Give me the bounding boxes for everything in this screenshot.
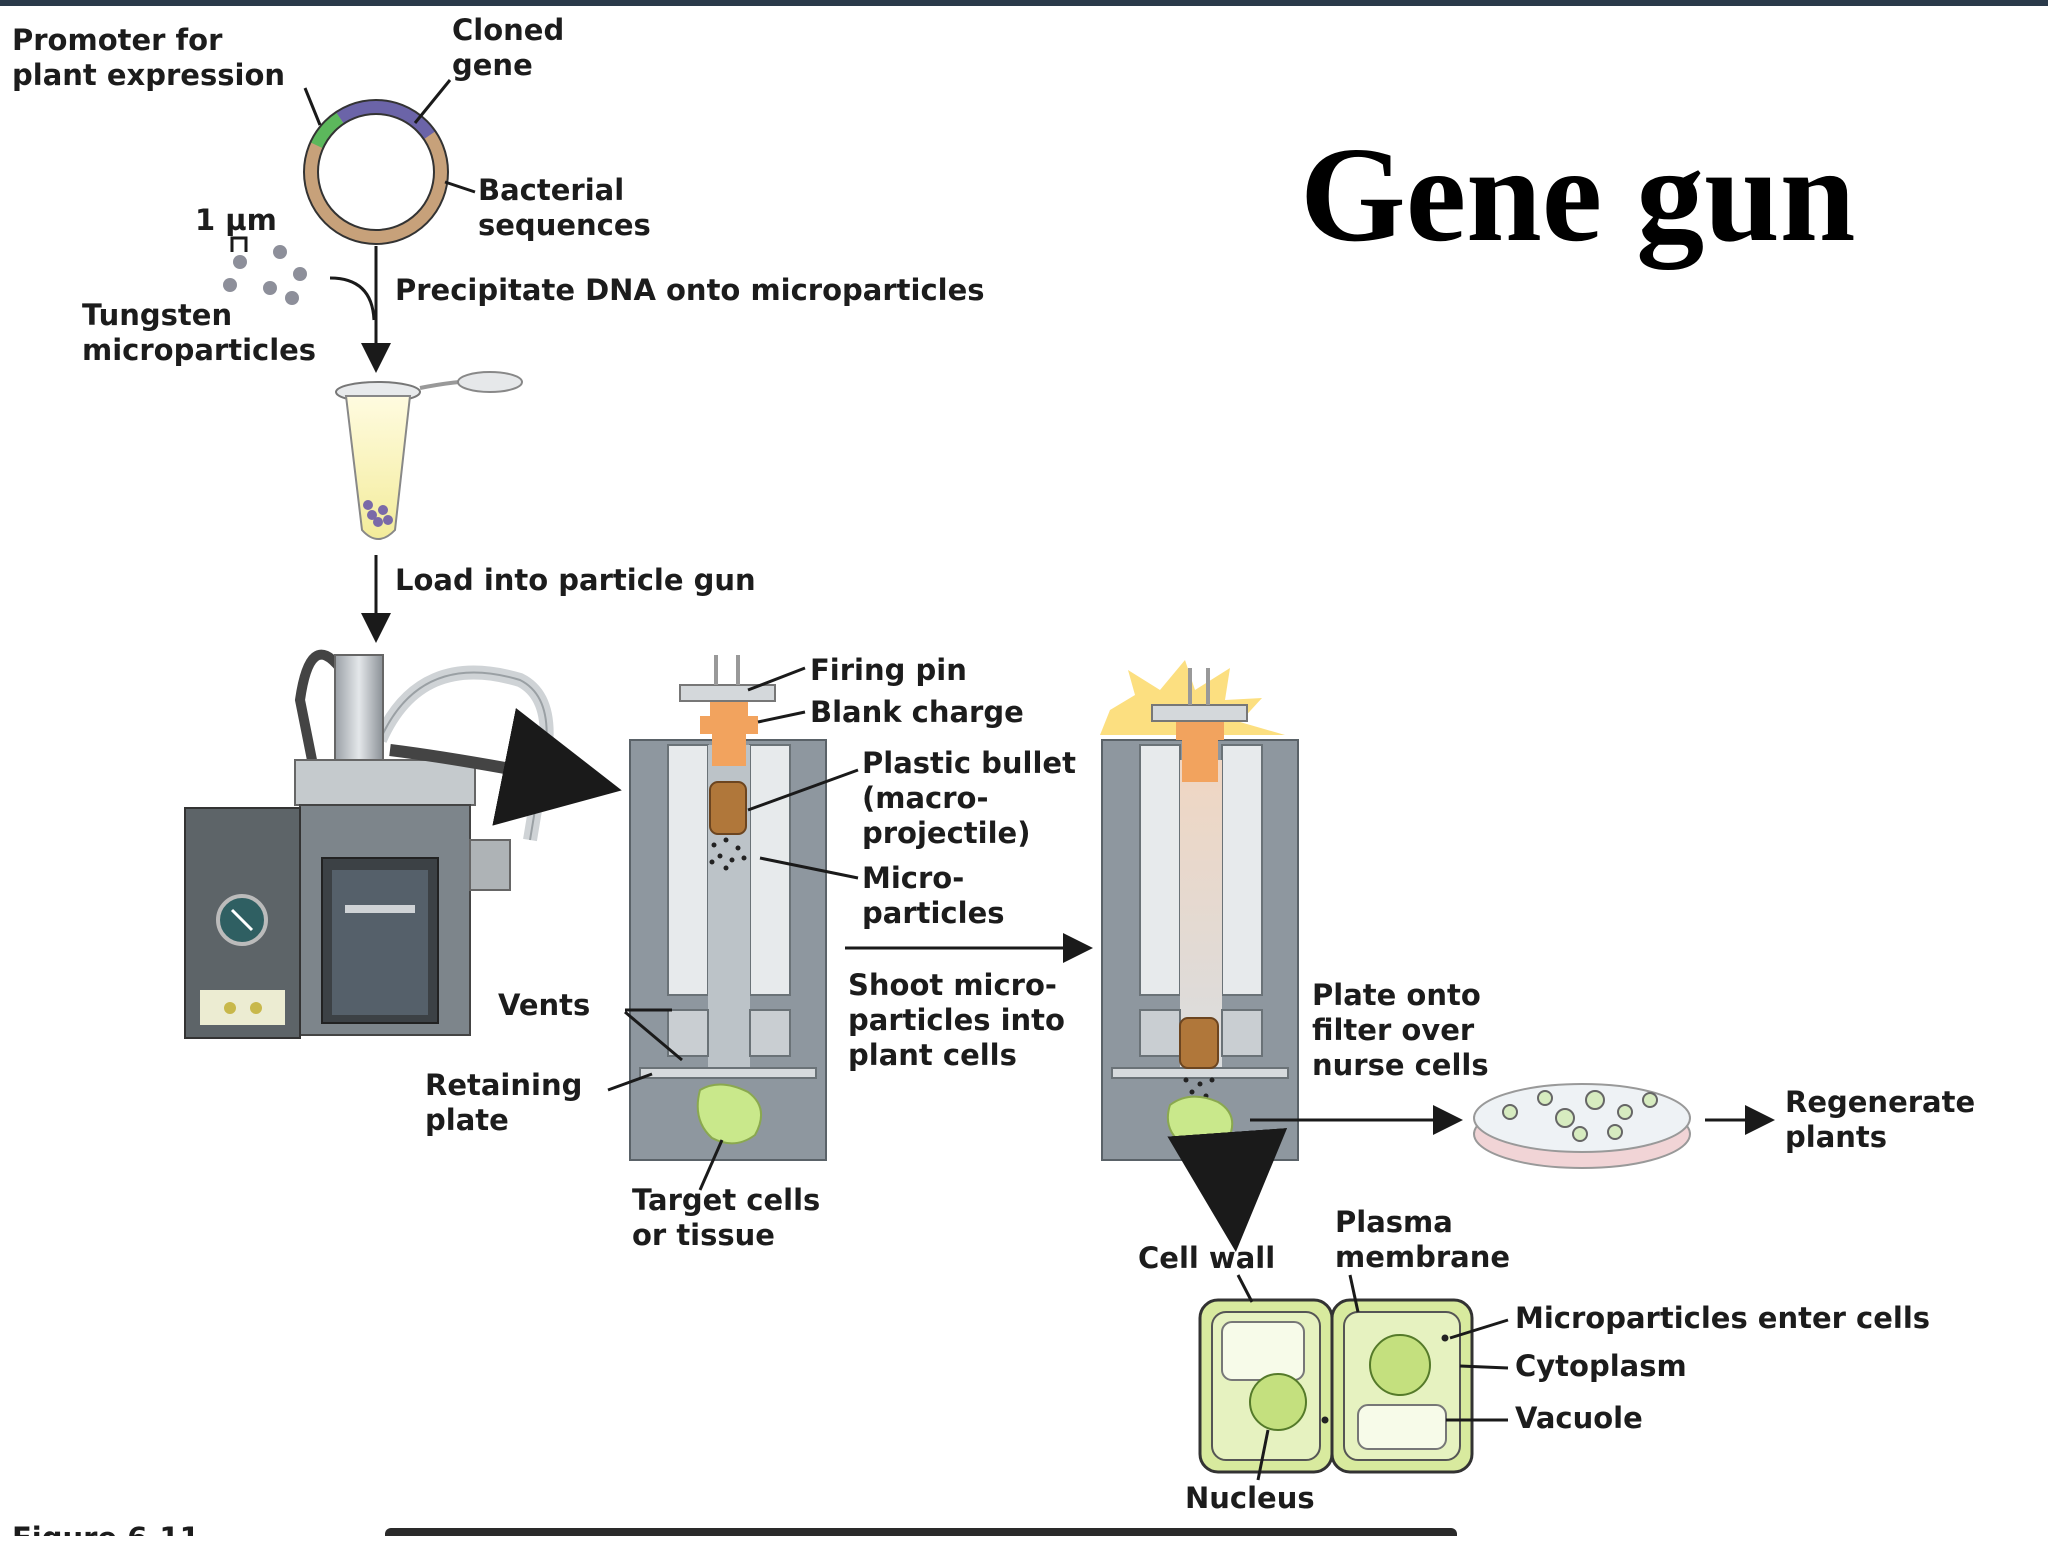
- retaining-plate-label-1: Retaining: [425, 1068, 582, 1102]
- plastic-bullet-label-1: Plastic bullet: [862, 746, 1076, 780]
- step-shoot-3: plant cells: [848, 1038, 1017, 1072]
- bacterial-label-2: sequences: [478, 208, 651, 242]
- plasma-membrane-label-2: membrane: [1335, 1240, 1510, 1274]
- gun-chamber-before: [629, 655, 827, 1161]
- promoter-label-1: Promoter for: [12, 23, 223, 57]
- gun-chamber-after: [1100, 660, 1299, 1161]
- step-regenerate-2: plants: [1785, 1120, 1887, 1154]
- microcentrifuge-tube: [335, 371, 523, 540]
- micro-enter-label: Microparticles enter cells: [1515, 1301, 1930, 1335]
- scale-label: 1 µm: [195, 203, 277, 237]
- cytoplasm-label: Cytoplasm: [1515, 1349, 1687, 1383]
- step-precipitate: Precipitate DNA onto microparticles: [395, 273, 985, 307]
- vacuole-label: Vacuole: [1515, 1401, 1643, 1435]
- cloned-gene-label-1: Cloned: [452, 13, 564, 47]
- tungsten-label-2: microparticles: [82, 333, 316, 367]
- promoter-segment: [309, 112, 344, 149]
- cloned-gene-label-2: gene: [452, 48, 533, 82]
- microparticles-label-2: particles: [862, 896, 1005, 930]
- promoter-label-2: plant expression: [12, 58, 285, 92]
- cloned-gene-segment: [336, 99, 436, 140]
- plasmid: [303, 99, 449, 245]
- plasma-membrane-label-1: Plasma: [1335, 1205, 1453, 1239]
- step-regenerate-1: Regenerate: [1785, 1085, 1975, 1119]
- page-title: Gene gun: [1300, 120, 1855, 270]
- step-shoot-2: particles into: [848, 1003, 1065, 1037]
- step-shoot-1: Shoot micro-: [848, 968, 1057, 1002]
- step-plate-1: Plate onto: [1312, 978, 1481, 1012]
- plant-cells: [1198, 1298, 1474, 1474]
- nucleus-label: Nucleus: [1185, 1481, 1315, 1515]
- retaining-plate-label-2: plate: [425, 1103, 509, 1137]
- figure-caption: Figure 6-11: [12, 1521, 200, 1536]
- target-label-2: or tissue: [632, 1218, 775, 1252]
- vents-label: Vents: [498, 988, 590, 1022]
- plastic-bullet-label-3: projectile): [862, 816, 1030, 850]
- tungsten-particles: [223, 245, 307, 305]
- step-plate-3: nurse cells: [1312, 1048, 1489, 1082]
- bacterial-label-1: Bacterial: [478, 173, 624, 207]
- step-plate-2: filter over: [1312, 1013, 1475, 1047]
- target-label-1: Target cells: [632, 1183, 820, 1217]
- cell-wall-label: Cell wall: [1138, 1241, 1275, 1275]
- top-border: [0, 0, 2048, 6]
- microparticles-label-1: Micro-: [862, 861, 964, 895]
- petri-dish: [1473, 1083, 1691, 1169]
- arrow-to-cells: [1167, 1127, 1288, 1252]
- blank-charge-label: Blank charge: [810, 695, 1024, 729]
- firing-pin-label: Firing pin: [810, 653, 967, 687]
- particle-gun-device: [184, 649, 554, 1039]
- arrow-to-chamber: [389, 707, 622, 826]
- tungsten-label-1: Tungsten: [82, 298, 232, 332]
- plastic-bullet-label-2: (macro-: [862, 781, 989, 815]
- step-load: Load into particle gun: [395, 563, 756, 597]
- bottom-bar: [385, 1528, 1457, 1541]
